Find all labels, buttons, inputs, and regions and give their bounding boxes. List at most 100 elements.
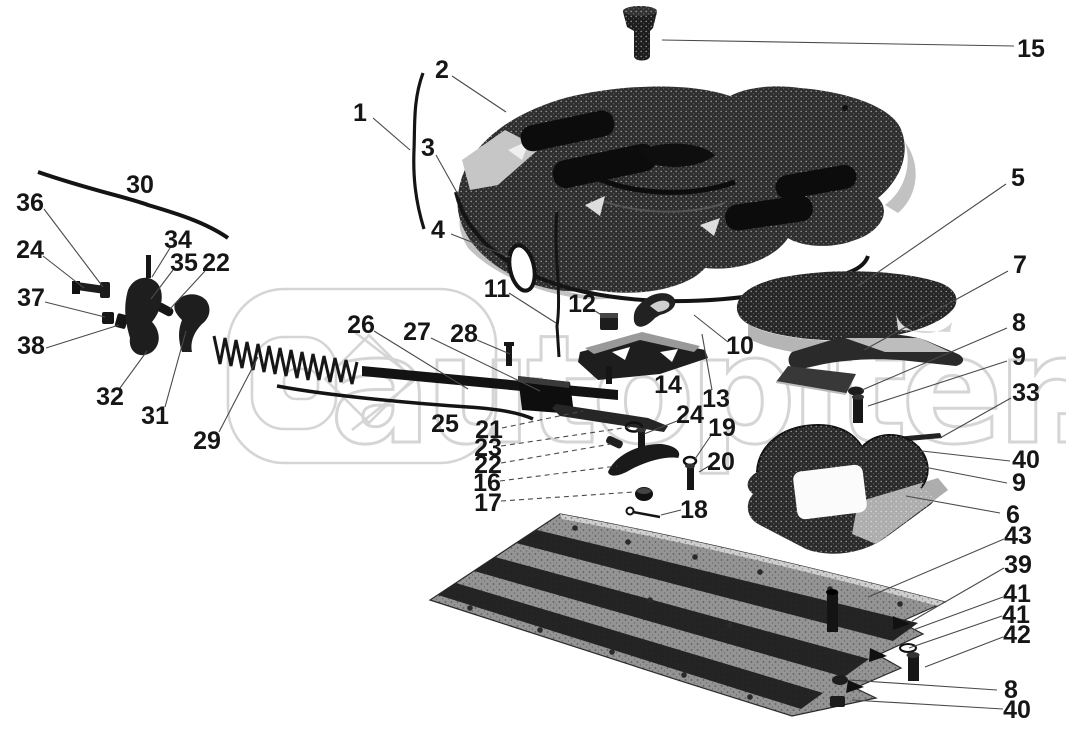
- part-callout-9: 9: [1012, 469, 1026, 497]
- part-callout-16: 16: [473, 469, 501, 497]
- base-plate-holes: [467, 525, 903, 700]
- part-callout-26: 26: [347, 311, 375, 339]
- part-callout-7: 7: [1013, 251, 1027, 279]
- part-callout-32: 32: [96, 383, 124, 411]
- part-callout-36: 36: [16, 189, 44, 217]
- leader-line-19: [694, 433, 713, 460]
- leader-line-42: [924, 636, 1004, 668]
- leader-line-21: [501, 410, 584, 429]
- base-plate-stud: [826, 589, 838, 632]
- leader-line-24: [643, 420, 678, 435]
- logo-letter-a-hole: [282, 367, 320, 401]
- part-callout-27: 27: [403, 318, 431, 346]
- part-wire-30: [37, 170, 230, 240]
- leader-line-15: [661, 39, 1015, 47]
- part-callout-13: 13: [702, 385, 730, 413]
- leader-line-37: [44, 301, 106, 318]
- part-bolt-42: [906, 652, 920, 681]
- part-callout-24: 24: [16, 236, 44, 264]
- part-callout-28: 28: [450, 320, 478, 348]
- leader-line-2: [451, 75, 507, 113]
- part-callout-43: 43: [1004, 522, 1032, 550]
- part-callout-22: 22: [474, 451, 502, 479]
- part-bolt-9-upper: [852, 394, 864, 423]
- part-bracket-7: [775, 333, 964, 395]
- parts-artwork: [37, 6, 964, 717]
- part-roller-22-left: [156, 302, 174, 317]
- part-callout-37: 37: [17, 284, 45, 312]
- autopiter-watermark: autopiter.ru: [226, 287, 1066, 480]
- part-callout-12: 12: [568, 290, 596, 318]
- part-nut-40-lower: [830, 696, 845, 707]
- part-callout-33: 33: [1012, 379, 1040, 407]
- part-callout-39: 39: [1004, 551, 1032, 579]
- part-callout-29: 29: [193, 427, 221, 455]
- part-callout-22: 22: [202, 249, 230, 277]
- part-callout-3: 3: [421, 134, 435, 162]
- part-block-27: [518, 376, 574, 414]
- part-cable-11: [554, 211, 561, 358]
- part-callout-10: 10: [726, 332, 754, 360]
- part-lever-32: [125, 277, 162, 356]
- leader-line-26: [373, 330, 469, 390]
- part-callout-18: 18: [680, 496, 708, 524]
- leader-line-16: [499, 465, 618, 482]
- leader-line-22: [169, 270, 206, 310]
- leader-line-1: [372, 117, 411, 151]
- part-callout-41: 41: [1002, 601, 1030, 629]
- leader-line-39: [911, 567, 1005, 622]
- leader-line-38: [45, 324, 120, 349]
- part-callout-23: 23: [474, 434, 502, 462]
- leader-line-9: [867, 360, 1008, 407]
- part-callout-4: 4: [431, 216, 445, 244]
- leader-line-32: [119, 350, 148, 389]
- part-nut-37: [102, 312, 114, 324]
- leader-line-41: [908, 615, 1003, 649]
- leader-line-36: [43, 208, 104, 288]
- leader-line-43: [867, 538, 1005, 598]
- part-callout-38: 38: [17, 332, 45, 360]
- part-top-plate-2: [457, 86, 916, 300]
- part-callout-31: 31: [141, 402, 169, 430]
- part-knob-17: [635, 487, 653, 501]
- leader-line-11: [508, 292, 557, 324]
- part-callout-21: 21: [475, 416, 503, 444]
- part-callout-30: 30: [126, 171, 154, 199]
- part-callout-6: 6: [1006, 501, 1020, 529]
- leader-line-33: [939, 397, 1012, 439]
- leader-line-17: [500, 491, 635, 502]
- part-roller-22-center: [606, 435, 623, 449]
- part-callout-14: 14: [654, 371, 682, 399]
- part-callout-35: 35: [170, 249, 198, 277]
- part-callout-24: 24: [676, 401, 704, 429]
- leader-line-20: [698, 465, 710, 473]
- part-pin-34: [146, 255, 151, 278]
- part-callout-8: 8: [1004, 676, 1018, 704]
- part-clip-10: [633, 293, 676, 327]
- logo-letter-a-outer: [250, 335, 338, 431]
- part-callout-11: 11: [484, 275, 511, 303]
- part-callout-25: 25: [431, 410, 459, 438]
- part-washer-8-upper: [848, 386, 864, 396]
- part-callout-15: 15: [1017, 35, 1045, 63]
- part-bar-21: [552, 404, 668, 432]
- part-washer-23: [624, 421, 644, 433]
- leader-line-40: [851, 699, 1004, 710]
- part-latch-plate-14: [578, 332, 708, 384]
- part-callout-2: 2: [435, 56, 449, 84]
- leader-line-35: [150, 269, 174, 300]
- part-callout-20: 20: [707, 448, 735, 476]
- leader-line-9: [923, 466, 1008, 484]
- part-latch-16: [608, 443, 680, 476]
- bracket-1-3: [412, 72, 426, 230]
- part-callout-41: 41: [1003, 580, 1031, 608]
- part-callout-17: 17: [474, 489, 502, 517]
- leader-line-29: [218, 356, 259, 433]
- part-rubber-plug-15: [623, 6, 657, 61]
- leader-line-10: [693, 314, 729, 343]
- part-callout-42: 42: [1003, 621, 1031, 649]
- part-saddle-6: [747, 424, 948, 554]
- part-ring-4: [507, 243, 537, 293]
- leader-line-13: [701, 333, 713, 391]
